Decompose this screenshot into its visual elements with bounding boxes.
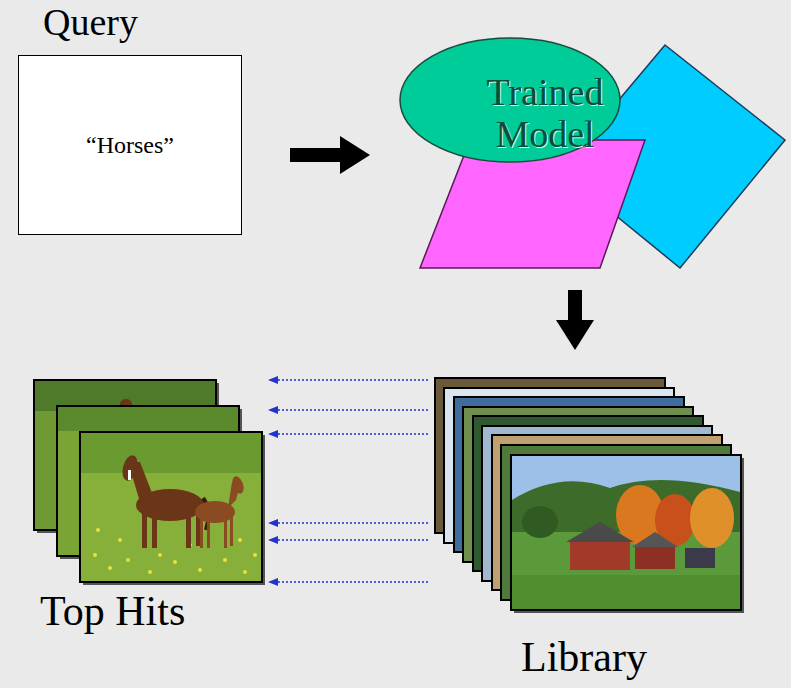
illustration-part xyxy=(126,558,130,562)
illustration-part xyxy=(566,522,634,542)
illustration-part xyxy=(238,538,242,542)
illustration-part xyxy=(200,518,203,548)
illustration-part xyxy=(230,516,233,546)
query-box: Query“Horses” xyxy=(18,55,242,235)
illustration-part xyxy=(207,518,210,548)
illustration-part xyxy=(158,553,162,557)
illustration-part xyxy=(58,407,238,431)
query-text: “Horses” xyxy=(19,132,241,158)
illustration-part xyxy=(685,548,715,568)
illustration-part xyxy=(118,538,122,542)
illustration-part xyxy=(230,475,246,495)
illustration-part xyxy=(173,560,177,564)
library-stack xyxy=(435,378,744,613)
illustration-part xyxy=(690,488,734,548)
dotted-arrow xyxy=(268,433,428,434)
illustration-part xyxy=(142,512,147,548)
top-hits-label: Top Hits xyxy=(40,588,185,634)
illustration-part xyxy=(96,528,100,532)
illustration-part xyxy=(223,558,227,562)
illustration-part xyxy=(632,532,678,547)
dotted-arrow xyxy=(268,539,428,540)
illustration-part xyxy=(120,454,209,548)
illustration-part xyxy=(522,506,558,538)
illustration-part xyxy=(570,540,630,570)
block-arrow xyxy=(568,290,582,320)
illustration-part xyxy=(148,570,152,574)
dotted-arrow xyxy=(268,581,428,582)
library-label: Library xyxy=(521,634,647,680)
illustration-part xyxy=(128,470,131,480)
query-heading: Query xyxy=(43,2,138,44)
illustration-part xyxy=(195,475,246,548)
farm-photo xyxy=(511,455,741,610)
dotted-arrow xyxy=(268,409,428,410)
block-arrow xyxy=(290,148,340,162)
illustration-part xyxy=(81,433,261,473)
illustration-part xyxy=(93,553,97,557)
top-hits-stack xyxy=(34,380,265,585)
dotted-arrow xyxy=(268,522,428,523)
illustration-part xyxy=(80,432,262,582)
illustration-part xyxy=(253,553,257,557)
illustration-part xyxy=(198,568,202,572)
illustration-part xyxy=(186,512,191,548)
illustration-part xyxy=(224,518,227,548)
illustration-part xyxy=(108,566,112,570)
library-stack: Library xyxy=(433,376,743,612)
horses-photo xyxy=(80,432,262,582)
trained-model-shape: Trained Model xyxy=(400,0,790,272)
illustration-part xyxy=(511,455,741,610)
illustration-part xyxy=(152,514,157,548)
illustration-part xyxy=(120,454,140,483)
model-outline xyxy=(400,0,790,272)
illustration-part xyxy=(243,570,247,574)
illustration-part xyxy=(512,575,740,609)
top-hits-stack: Top Hits xyxy=(30,378,265,584)
illustration-part xyxy=(511,455,741,610)
dotted-arrow xyxy=(268,379,428,380)
illustration-part xyxy=(635,545,675,569)
model-label: Trained Model xyxy=(460,72,630,156)
